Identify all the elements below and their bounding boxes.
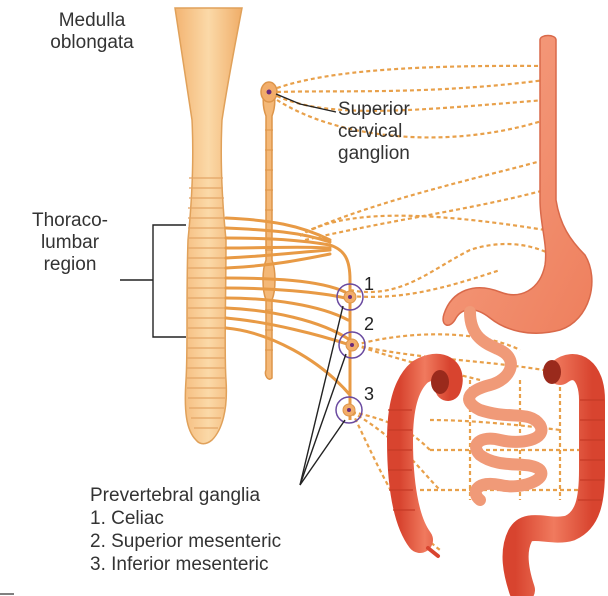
legend-item-superior-mesenteric: 2. Superior mesenteric [90,530,281,553]
ganglion-number-3: 3 [364,384,374,404]
small-intestine [469,312,541,500]
legend-prevertebral-ganglia: Prevertebral ganglia 1. Celiac 2. Superi… [90,484,281,576]
stomach [443,36,592,334]
appendix [428,548,438,556]
legend-item-inferior-mesenteric: 3. Inferior mesenteric [90,553,281,576]
label-superior-cervical-ganglion: Superior cervical ganglion [338,99,410,165]
ganglion-number-1: 1 [364,274,374,294]
legend-item-celiac: 1. Celiac [90,507,281,530]
spinal-cord [175,8,242,444]
legend-title: Prevertebral ganglia [90,484,281,507]
label-thoracolumbar-region: Thoraco- lumbar region [14,210,126,276]
label-medulla-oblongata: Medulla oblongata [32,10,152,54]
ganglion-number-2: 2 [364,314,374,334]
